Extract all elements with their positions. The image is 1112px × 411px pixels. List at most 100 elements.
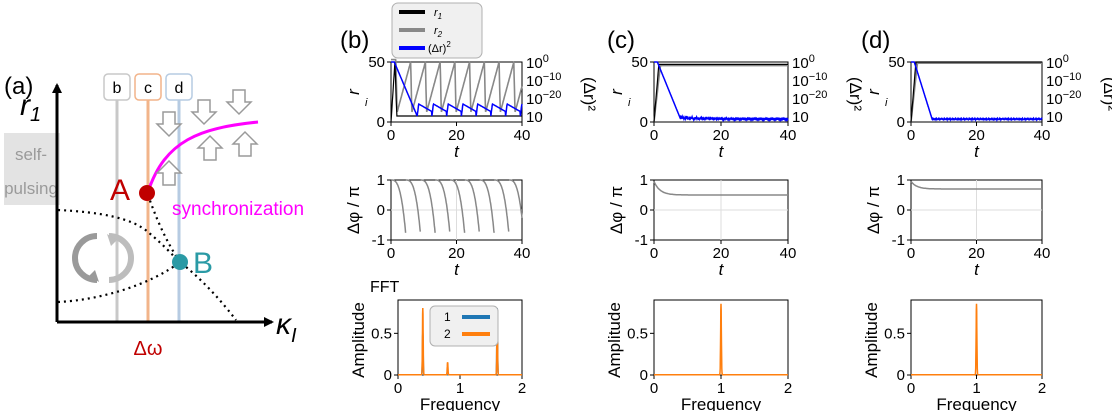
phase-d-ytick-label: 0 — [897, 202, 905, 219]
ri-ylabel-sub-c: i — [628, 97, 631, 109]
phase-c-ytick-label: 1 — [640, 172, 648, 189]
fft-legend-label: 2 — [444, 327, 451, 341]
phase-series-b — [391, 179, 523, 233]
fft-legend: 12 — [429, 305, 499, 347]
phase-ylabel-b: Δφ / π — [344, 186, 363, 234]
ri-right-tick-b: 100 — [526, 53, 549, 72]
fft-c-xtick-label: 0 — [650, 380, 658, 397]
fft-d-xlabel: Frequency — [936, 395, 1017, 411]
phase-c-xtick-label: 40 — [780, 245, 797, 262]
series-dr2-d — [911, 61, 1043, 123]
series-dr2-b — [391, 61, 523, 117]
phase-d-xtick-label: 0 — [907, 245, 915, 262]
down-arrow-icon — [155, 111, 183, 138]
fft-title: FFT — [370, 279, 400, 296]
ri-right-tick-c: 100 — [792, 53, 815, 72]
legend-r1-label: r1 — [434, 7, 442, 21]
point-b-label: B — [193, 247, 213, 280]
line-b-label: b — [113, 80, 122, 97]
phase-b-xtick-label: 20 — [448, 245, 465, 262]
fft-c-xtick-label: 2 — [784, 380, 792, 397]
ri-right-tick-c: 10−10 — [792, 71, 827, 90]
up-arrow-icon — [196, 134, 224, 161]
self-pulsing-label-2: pulsing — [4, 179, 58, 198]
panel-label-c: (c) — [607, 27, 635, 54]
down-arrow-icon — [225, 89, 253, 116]
series-r2-b — [391, 58, 523, 113]
fft-ylabel-c: Amplitude — [605, 302, 624, 378]
point-a-marker — [139, 185, 155, 201]
fft-d-ytick-label: 0 — [897, 367, 905, 384]
phase-c-xtick-label: 0 — [650, 245, 658, 262]
dr2-ylabel-c: (Δr)² — [846, 77, 865, 111]
legend-dr2-label: (Δr)2 — [428, 40, 451, 55]
fft-legend-label: 1 — [444, 310, 451, 324]
panel-label-a: (a) — [4, 73, 33, 100]
up-arrow-icon — [231, 130, 259, 157]
ri-right-tick-b: 10−10 — [526, 71, 561, 90]
ri-c-xlabel: t — [719, 142, 725, 161]
panel-label-d: (d) — [861, 27, 890, 54]
fft-legend-box — [429, 305, 499, 347]
series-r2-c — [653, 64, 788, 123]
legend-r2-label: r2 — [434, 25, 443, 39]
phase-series-d — [910, 181, 1042, 190]
ri-c-xtick-label: 20 — [713, 127, 730, 144]
ri-d-xtick-label: 40 — [1034, 127, 1051, 144]
fft-b-xtick-label: 1 — [456, 380, 464, 397]
phase-b-xtick-label: 40 — [514, 245, 531, 262]
phase-d-xtick-label: 40 — [1034, 245, 1051, 262]
ri-right-tick-b: 10−20 — [526, 89, 561, 108]
top-legend: r1 r2 (Δr)2 — [391, 2, 483, 59]
ri-b-xtick-label: 0 — [387, 127, 395, 144]
fft-d-xtick-label: 0 — [907, 380, 915, 397]
phase-b-xlabel: t — [454, 260, 460, 279]
line-c-label: c — [144, 80, 152, 97]
line-c-box — [134, 73, 162, 101]
ri-d-xtick-label: 20 — [968, 127, 985, 144]
ri-c-xtick-label: 40 — [780, 127, 797, 144]
fft-b-xlabel: Frequency — [420, 395, 501, 411]
ri-d-xtick-label: 0 — [907, 127, 915, 144]
phase-ylabel-c: Δφ / π — [607, 186, 626, 234]
self-pulsing-region — [4, 133, 60, 205]
phase-b-ytick-label: 0 — [377, 202, 385, 219]
down-arrow-icon — [190, 99, 218, 126]
up-arrow-icon — [155, 159, 183, 186]
phase-c-xlabel: t — [719, 260, 725, 279]
fft-d-ytick-label: 0.5 — [884, 325, 905, 342]
phase-c-ytick-label: 0 — [640, 202, 648, 219]
dr2-ylabel-b: (Δr)² — [580, 77, 599, 111]
fft-d-xtick-label: 2 — [1038, 380, 1046, 397]
fft-d-xtick-label: 1 — [972, 380, 980, 397]
phase-d-ytick-label: -1 — [892, 232, 905, 249]
ri-ylabel-sub-d: i — [885, 97, 888, 109]
point-a-label: A — [110, 174, 130, 207]
schematic-y-label: r1 — [20, 89, 41, 126]
fft-c-xlabel: Frequency — [681, 395, 762, 411]
synchronization-curve — [146, 120, 259, 193]
line-d-box — [165, 73, 193, 101]
ri-b-ytick-label: 50 — [368, 54, 385, 71]
series-r1-b — [390, 61, 522, 123]
fft-c-ytick-label: 0.5 — [627, 325, 648, 342]
self-pulsing-label-1: self- — [15, 145, 47, 164]
fft-b-xtick-label: 0 — [394, 380, 402, 397]
ri-ylabel-b: r — [344, 88, 363, 95]
block-arrows — [155, 89, 259, 186]
rotation-arrows-icon — [72, 233, 134, 283]
phase-c-xtick-label: 20 — [713, 245, 730, 262]
fft-series-2-c — [654, 303, 788, 376]
dotted-lower-branch — [57, 260, 237, 321]
fft-b-xtick-label: 2 — [518, 380, 526, 397]
series-r1-c — [653, 63, 788, 123]
